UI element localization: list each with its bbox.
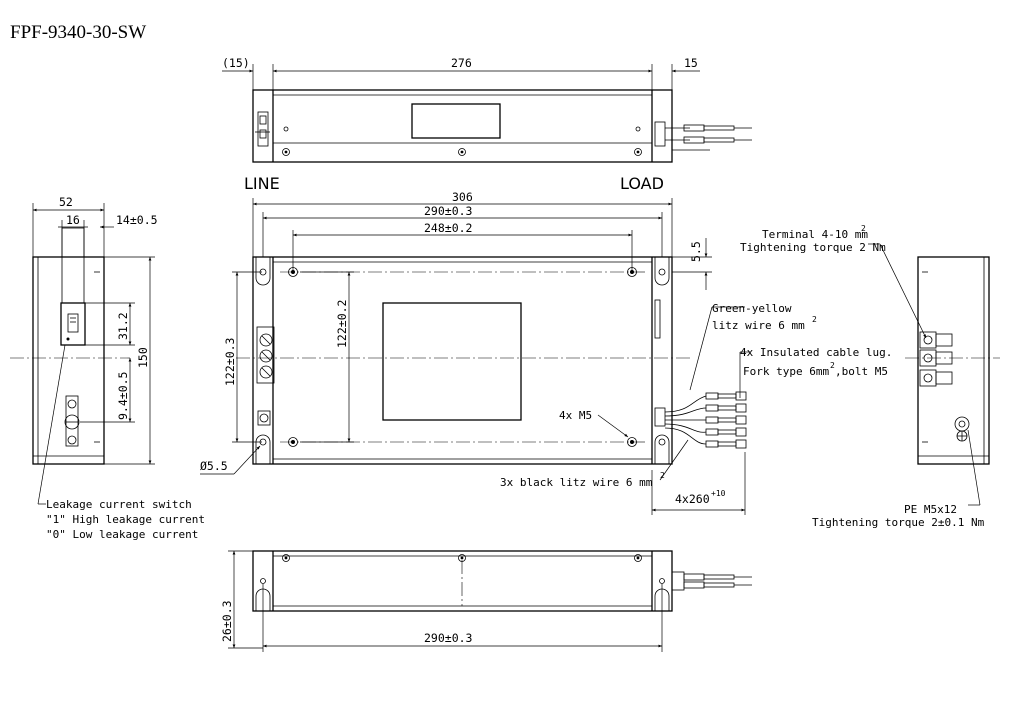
- dim-bottom-290: 290±0.3: [424, 631, 473, 645]
- dim-overall-306: 306: [452, 190, 473, 204]
- dim-top-276: 276: [451, 56, 472, 70]
- drawing-title: FPF-9340-30-SW: [10, 22, 146, 43]
- top-view-label-plate: [411, 103, 501, 139]
- dim-wire-length-tol: +10: [711, 489, 726, 498]
- note-leakage-2: "1" High leakage current: [46, 513, 205, 526]
- dim-side-52: 52: [59, 195, 73, 209]
- note-terminal-sup: 2: [861, 224, 866, 233]
- note-black-litz: 3x black litz wire 6 mm: [500, 476, 653, 489]
- dim-top-right-15: 15: [684, 56, 698, 70]
- load-terminals: [919, 331, 953, 387]
- note-cable-lug-sup: 2: [830, 361, 835, 370]
- dim-hole-diameter: Ø5.5: [200, 459, 228, 473]
- dim-wire-length: 4x260: [675, 492, 710, 506]
- left-side-housing: [32, 256, 105, 465]
- right-side-housing: [917, 256, 990, 465]
- note-black-litz-sup: 2: [660, 471, 665, 480]
- note-green-yellow-2: litz wire 6 mm: [712, 319, 805, 332]
- note-cable-lug-3: ,bolt M5: [835, 365, 888, 378]
- output-cables: 4x260 +10: [651, 391, 747, 515]
- front-view-housing: [252, 256, 673, 465]
- left-side-view: 52 16 14±0.5 150 31.2 9.4±0.: [10, 195, 158, 505]
- dim-side-150: 150: [136, 347, 150, 368]
- note-cable-lug-1: 4x Insulated cable lug.: [740, 346, 892, 359]
- dim-side-31-2: 31.2: [116, 312, 130, 340]
- bottom-view-housing: [252, 550, 673, 612]
- note-green-yellow-sup: 2: [812, 315, 817, 324]
- dim-bottom-26: 26±0.3: [220, 600, 234, 642]
- front-view: 306 290±0.3 248±0.2 5.5: [200, 190, 712, 475]
- note-leakage-3: "0" Low leakage current: [46, 528, 198, 541]
- note-terminal-1: Terminal 4-10 mm: [762, 228, 868, 241]
- load-label: LOAD: [620, 174, 664, 193]
- note-leakage-1: Leakage current switch: [46, 498, 192, 511]
- note-cable-lug-2: Fork type 6mm: [743, 365, 829, 378]
- dim-height-122-left: 122±0.3: [223, 337, 237, 386]
- dim-offset-5-5: 5.5: [689, 241, 703, 262]
- dim-top-left-15: (15): [222, 56, 250, 70]
- dim-side-16: 16: [66, 213, 80, 227]
- front-view-label-plate: [382, 302, 522, 421]
- dim-height-122-inner: 122±0.2: [335, 300, 349, 348]
- dim-hole-248: 248±0.2: [424, 221, 472, 235]
- line-label: LINE: [244, 174, 280, 193]
- note-pe-2: Tightening torque 2±0.1 Nm: [812, 516, 985, 529]
- note-terminal-2: Tightening torque 2 Nm: [740, 241, 886, 254]
- note-pe-1: PE M5x12: [904, 503, 957, 516]
- note-m5: 4x M5: [559, 409, 592, 422]
- dim-side-9-4: 9.4±0.5: [116, 372, 130, 420]
- line-terminal-block: [256, 326, 275, 426]
- leakage-switch: [60, 302, 86, 346]
- bottom-view: 26±0.3 290±0.3: [220, 550, 752, 652]
- right-side-view: [868, 243, 1000, 506]
- top-view: (15) 276 15: [222, 56, 752, 163]
- top-view-housing: [252, 89, 673, 163]
- dim-side-14: 14±0.5: [116, 213, 158, 227]
- dim-hole-290: 290±0.3: [424, 204, 473, 218]
- front-annotations: Green-yellow litz wire 6 mm 2 4x Insulat…: [500, 302, 892, 489]
- note-green-yellow-1: Green-yellow: [712, 302, 792, 315]
